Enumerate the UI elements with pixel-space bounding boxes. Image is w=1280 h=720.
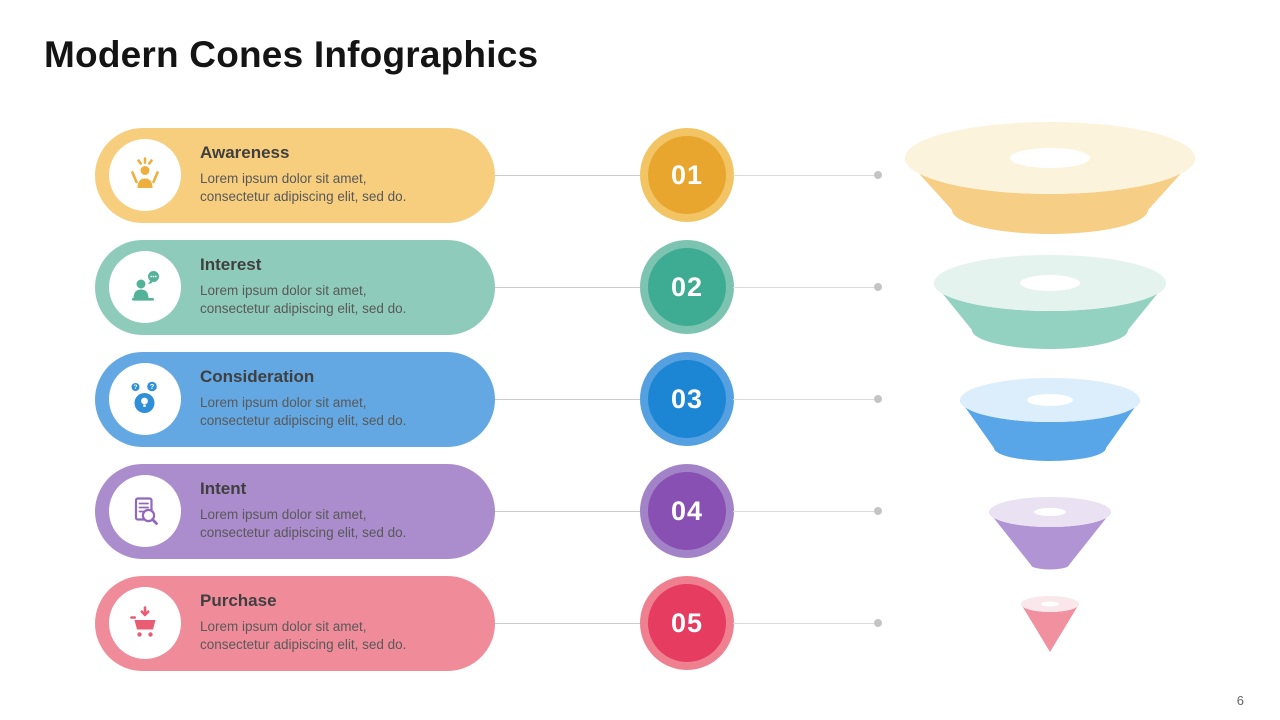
stage-description: Lorem ipsum dolor sit amet, consectetur … <box>200 283 407 317</box>
stage-description: Lorem ipsum dolor sit amet, consectetur … <box>200 507 407 541</box>
connector-line <box>495 399 641 400</box>
stage-pill: Intent Lorem ipsum dolor sit amet, conse… <box>95 464 495 559</box>
stage-number-badge: 05 <box>640 576 734 670</box>
stage-number-badge: 03 <box>640 352 734 446</box>
stage-pill: Awareness Lorem ipsum dolor sit amet, co… <box>95 128 495 223</box>
stage-number: 01 <box>670 159 704 190</box>
connector-line <box>495 287 641 288</box>
stage-icon-circle <box>109 475 181 547</box>
funnel-layer-consideration <box>960 378 1140 461</box>
stage-pill: Interest Lorem ipsum dolor sit amet, con… <box>95 240 495 335</box>
connector-dot <box>874 171 882 179</box>
stage-number: 02 <box>670 271 704 302</box>
stage-number-inner: 04 <box>648 472 726 550</box>
connector-line <box>733 511 874 512</box>
funnel-layer-awareness <box>905 122 1195 234</box>
stage-texts: Awareness Lorem ipsum dolor sit amet, co… <box>200 143 480 207</box>
connector-line <box>495 511 641 512</box>
shopping-cart-icon <box>130 606 156 637</box>
stage-pill: ? ? Consideration Lorem ipsum dolor sit … <box>95 352 495 447</box>
stage-pill: Purchase Lorem ipsum dolor sit amet, con… <box>95 576 495 671</box>
stage-title: Purchase <box>200 591 277 610</box>
stage-texts: Interest Lorem ipsum dolor sit amet, con… <box>200 255 480 319</box>
connector-dot <box>874 395 882 403</box>
stage-texts: Consideration Lorem ipsum dolor sit amet… <box>200 367 480 431</box>
funnel-layer-purchase <box>1021 596 1079 652</box>
connector-line <box>495 175 641 176</box>
stage-texts: Purchase Lorem ipsum dolor sit amet, con… <box>200 591 480 655</box>
funnel-row-interest: Interest Lorem ipsum dolor sit amet, con… <box>0 240 1280 335</box>
document-search-icon <box>134 497 158 525</box>
stage-icon-circle <box>109 139 181 211</box>
stage-number: 05 <box>670 607 704 638</box>
stage-icon-circle <box>109 251 181 323</box>
connector-line <box>733 623 874 624</box>
connector-line <box>733 175 874 176</box>
svg-text:?: ? <box>150 382 155 391</box>
stage-number-inner: 05 <box>648 584 726 662</box>
stage-description: Lorem ipsum dolor sit amet, consectetur … <box>200 619 407 653</box>
stage-icon-circle <box>109 587 181 659</box>
stage-number-inner: 02 <box>648 248 726 326</box>
funnel-row-purchase: Purchase Lorem ipsum dolor sit amet, con… <box>0 576 1280 671</box>
stage-number-badge: 01 <box>640 128 734 222</box>
stage-title: Interest <box>200 255 262 274</box>
stage-icon-circle: ? ? <box>109 363 181 435</box>
connector-dot <box>874 283 882 291</box>
stage-number-badge: 02 <box>640 240 734 334</box>
stage-number: 03 <box>670 383 704 414</box>
stage-number: 04 <box>670 495 704 526</box>
stage-description: Lorem ipsum dolor sit amet, consectetur … <box>200 171 407 205</box>
stage-number-badge: 04 <box>640 464 734 558</box>
funnel-row-awareness: Awareness Lorem ipsum dolor sit amet, co… <box>0 128 1280 223</box>
stage-title: Intent <box>200 479 247 498</box>
slide-title: Modern Cones Infographics <box>44 34 539 75</box>
connector-dot <box>874 507 882 515</box>
person-chat-icon <box>132 271 159 301</box>
stage-number-inner: 01 <box>648 136 726 214</box>
connector-line <box>495 623 641 624</box>
stage-description: Lorem ipsum dolor sit amet, consectetur … <box>200 395 407 429</box>
thinking-head-icon: ? ? <box>131 381 157 413</box>
stage-title: Awareness <box>200 143 290 162</box>
stage-number-inner: 03 <box>648 360 726 438</box>
connector-line <box>733 399 874 400</box>
page-number: 6 <box>1236 693 1244 708</box>
cheering-person-icon <box>131 157 159 188</box>
funnel-row-intent: Intent Lorem ipsum dolor sit amet, conse… <box>0 464 1280 559</box>
funnel-row-consideration: ? ? Consideration Lorem ipsum dolor sit … <box>0 352 1280 447</box>
connector-dot <box>874 619 882 627</box>
funnel-layer-interest <box>934 255 1166 349</box>
funnel-graphic <box>905 122 1195 652</box>
svg-text:?: ? <box>134 384 138 391</box>
stage-title: Consideration <box>200 367 315 386</box>
connector-line <box>733 287 874 288</box>
funnel-layer-intent <box>989 497 1111 570</box>
stage-texts: Intent Lorem ipsum dolor sit amet, conse… <box>200 479 480 543</box>
